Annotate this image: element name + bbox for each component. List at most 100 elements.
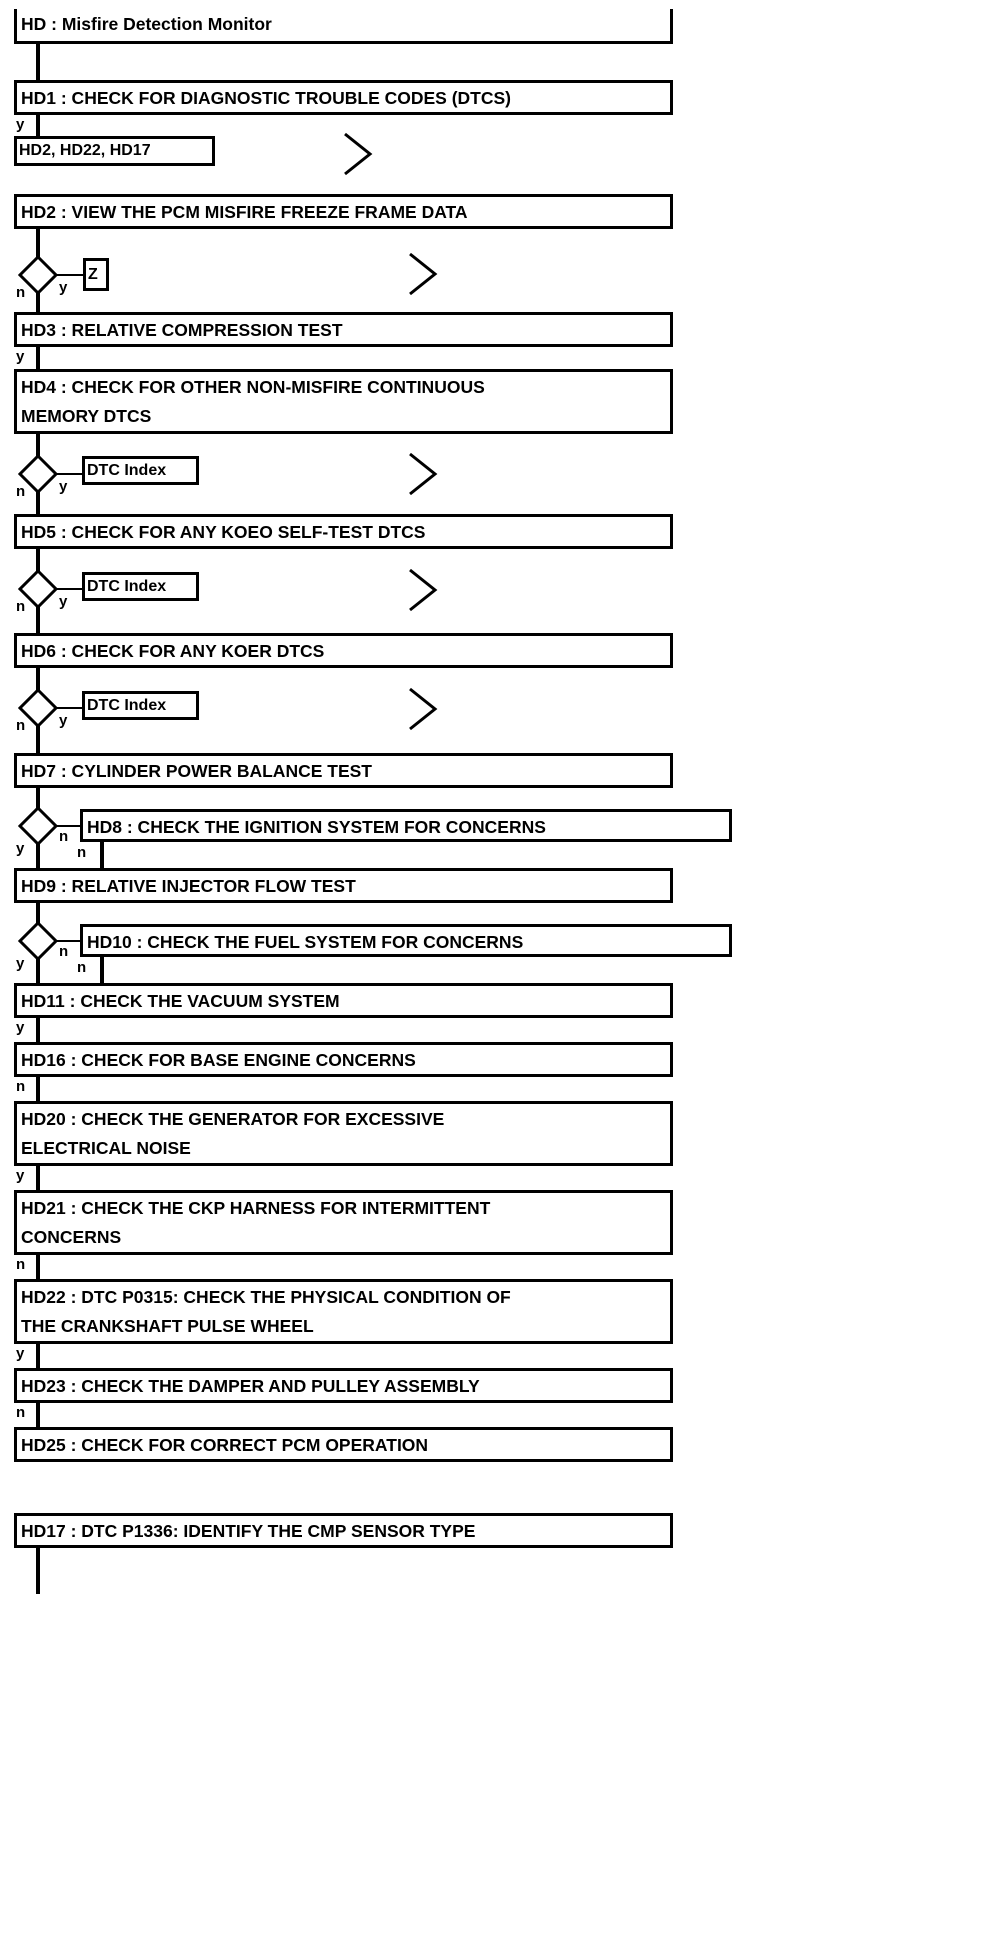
branch-label-n9: n <box>16 1078 26 1095</box>
node-hd7[interactable]: HD7 : CYLINDER POWER BALANCE TEST <box>14 753 673 788</box>
connector-decision3-to-dtc2 <box>56 588 84 590</box>
connector-hd17-continues <box>36 1548 40 1594</box>
ref-box-hd2-hd22-hd17-label: HD2, HD22, HD17 <box>19 142 151 159</box>
connector-decision2-to-hd5 <box>36 490 40 514</box>
offpage-chevron-icon-3 <box>409 452 438 496</box>
connector-decision2-to-dtc1 <box>56 473 84 475</box>
node-hd1-label: HD1 : CHECK FOR DIAGNOSTIC TROUBLE CODES… <box>21 88 511 108</box>
branch-label-n7: n <box>59 943 69 960</box>
branch-label-y9: y <box>16 1019 25 1036</box>
node-hd9-label: HD9 : RELATIVE INJECTOR FLOW TEST <box>21 876 356 896</box>
node-hd22[interactable]: HD22 : DTC P0315: CHECK THE PHYSICAL CON… <box>14 1279 673 1344</box>
connector-hd3-to-hd4 <box>36 347 40 369</box>
connector-hd21-to-hd22 <box>36 1255 40 1279</box>
node-hd2-label: HD2 : VIEW THE PCM MISFIRE FREEZE FRAME … <box>21 202 468 222</box>
node-hd20[interactable]: HD20 : CHECK THE GENERATOR FOR EXCESSIVE… <box>14 1101 673 1166</box>
node-hd11[interactable]: HD11 : CHECK THE VACUUM SYSTEM <box>14 983 673 1018</box>
offpage-chevron-icon-2 <box>409 252 438 296</box>
connector-decision4-to-dtc3 <box>56 707 84 709</box>
node-hd4[interactable]: HD4 : CHECK FOR OTHER NON-MISFIRE CONTIN… <box>14 369 673 434</box>
ref-box-dtc-index-1[interactable]: DTC Index <box>82 456 199 485</box>
connector-decision3-to-hd6 <box>36 605 40 633</box>
node-hd23[interactable]: HD23 : CHECK THE DAMPER AND PULLEY ASSEM… <box>14 1368 673 1403</box>
node-hd6[interactable]: HD6 : CHECK FOR ANY KOER DTCS <box>14 633 673 668</box>
connector-hd9-to-decision6 <box>36 903 40 925</box>
ref-box-dtc-index-2[interactable]: DTC Index <box>82 572 199 601</box>
node-hd23-label: HD23 : CHECK THE DAMPER AND PULLEY ASSEM… <box>21 1376 480 1396</box>
node-hd3[interactable]: HD3 : RELATIVE COMPRESSION TEST <box>14 312 673 347</box>
node-hd20-label: HD20 : CHECK THE GENERATOR FOR EXCESSIVE… <box>21 1109 445 1158</box>
connector-title-to-hd1 <box>36 44 40 80</box>
node-hd6-label: HD6 : CHECK FOR ANY KOER DTCS <box>21 641 325 661</box>
node-hd1[interactable]: HD1 : CHECK FOR DIAGNOSTIC TROUBLE CODES… <box>14 80 673 115</box>
node-hd21[interactable]: HD21 : CHECK THE CKP HARNESS FOR INTERMI… <box>14 1190 673 1255</box>
connector-hd6-to-decision4 <box>36 668 40 692</box>
ref-box-dtc-index-3-label: DTC Index <box>87 696 167 714</box>
node-hd10-label: HD10 : CHECK THE FUEL SYSTEM FOR CONCERN… <box>87 932 524 952</box>
branch-label-n4: n <box>16 717 26 734</box>
node-hd9[interactable]: HD9 : RELATIVE INJECTOR FLOW TEST <box>14 868 673 903</box>
ref-box-dtc-index-2-label: DTC Index <box>87 577 167 595</box>
branch-label-n8: n <box>77 959 87 976</box>
connector-decision5-to-hd8 <box>56 825 82 827</box>
connector-hd10-n-to-hd11 <box>100 957 104 983</box>
ref-box-z[interactable]: Z <box>83 258 109 291</box>
node-hd21-label: HD21 : CHECK THE CKP HARNESS FOR INTERMI… <box>21 1198 491 1247</box>
node-hd10[interactable]: HD10 : CHECK THE FUEL SYSTEM FOR CONCERN… <box>80 924 732 957</box>
connector-decision6-y-to-hd11 <box>36 957 40 983</box>
ref-box-hd2-hd22-hd17[interactable]: HD2, HD22, HD17 <box>14 136 215 166</box>
ref-box-z-label: Z <box>88 265 98 283</box>
node-hd8[interactable]: HD8 : CHECK THE IGNITION SYSTEM FOR CONC… <box>80 809 732 842</box>
branch-label-y4: y <box>59 478 68 495</box>
node-hd8-label: HD8 : CHECK THE IGNITION SYSTEM FOR CONC… <box>87 817 546 837</box>
node-hd4-label: HD4 : CHECK FOR OTHER NON-MISFIRE CONTIN… <box>21 377 485 426</box>
node-hd16-label: HD16 : CHECK FOR BASE ENGINE CONCERNS <box>21 1050 416 1070</box>
connector-hd4-to-decision2 <box>36 434 40 458</box>
node-hd11-label: HD11 : CHECK THE VACUUM SYSTEM <box>21 991 340 1011</box>
offpage-chevron-icon-5 <box>409 687 438 731</box>
decision-diamond-hd9[interactable] <box>18 921 58 961</box>
node-title-hd: HD : Misfire Detection Monitor <box>14 9 673 44</box>
node-hd16[interactable]: HD16 : CHECK FOR BASE ENGINE CONCERNS <box>14 1042 673 1077</box>
node-hd25-label: HD25 : CHECK FOR CORRECT PCM OPERATION <box>21 1435 429 1455</box>
branch-label-n1: n <box>16 284 26 301</box>
branch-label-n6: n <box>77 844 87 861</box>
node-hd7-label: HD7 : CYLINDER POWER BALANCE TEST <box>21 761 372 781</box>
branch-label-y2: y <box>59 279 68 296</box>
node-hd17-label: HD17 : DTC P1336: IDENTIFY THE CMP SENSO… <box>21 1521 476 1541</box>
node-hd3-label: HD3 : RELATIVE COMPRESSION TEST <box>21 320 343 340</box>
connector-decision4-to-hd7 <box>36 724 40 753</box>
node-hd25[interactable]: HD25 : CHECK FOR CORRECT PCM OPERATION <box>14 1427 673 1462</box>
node-hd17[interactable]: HD17 : DTC P1336: IDENTIFY THE CMP SENSO… <box>14 1513 673 1548</box>
branch-label-n2: n <box>16 483 26 500</box>
ref-box-dtc-index-3[interactable]: DTC Index <box>82 691 199 720</box>
node-hd5[interactable]: HD5 : CHECK FOR ANY KOEO SELF-TEST DTCS <box>14 514 673 549</box>
branch-label-y10: y <box>16 1167 25 1184</box>
decision-diamond-hd7[interactable] <box>18 806 58 846</box>
connector-decision1-to-hd3 <box>36 291 40 312</box>
connector-hd20-to-hd21 <box>36 1166 40 1190</box>
node-hd5-label: HD5 : CHECK FOR ANY KOEO SELF-TEST DTCS <box>21 522 426 542</box>
offpage-chevron-icon-4 <box>409 568 438 612</box>
node-hd22-label: HD22 : DTC P0315: CHECK THE PHYSICAL CON… <box>21 1287 511 1336</box>
branch-label-n10: n <box>16 1256 26 1273</box>
connector-hd22-to-hd23 <box>36 1344 40 1368</box>
branch-label-y6: y <box>59 712 68 729</box>
branch-label-n11: n <box>16 1404 26 1421</box>
connector-hd2-to-decision1 <box>36 229 40 259</box>
connector-hd7-to-decision5 <box>36 788 40 810</box>
node-title-hd-label: HD : Misfire Detection Monitor <box>21 14 272 34</box>
connector-hd11-to-hd16 <box>36 1018 40 1042</box>
branch-label-y5: y <box>59 593 68 610</box>
branch-label-n5: n <box>59 828 69 845</box>
connector-hd23-to-hd25 <box>36 1403 40 1427</box>
node-hd2[interactable]: HD2 : VIEW THE PCM MISFIRE FREEZE FRAME … <box>14 194 673 229</box>
connector-hd1-to-hd2ref <box>36 115 40 138</box>
connector-hd16-to-hd20 <box>36 1077 40 1101</box>
branch-label-y7: y <box>16 840 25 857</box>
branch-label-y8: y <box>16 955 25 972</box>
branch-label-y11: y <box>16 1345 25 1362</box>
branch-label-n3: n <box>16 598 26 615</box>
ref-box-dtc-index-1-label: DTC Index <box>87 461 167 479</box>
